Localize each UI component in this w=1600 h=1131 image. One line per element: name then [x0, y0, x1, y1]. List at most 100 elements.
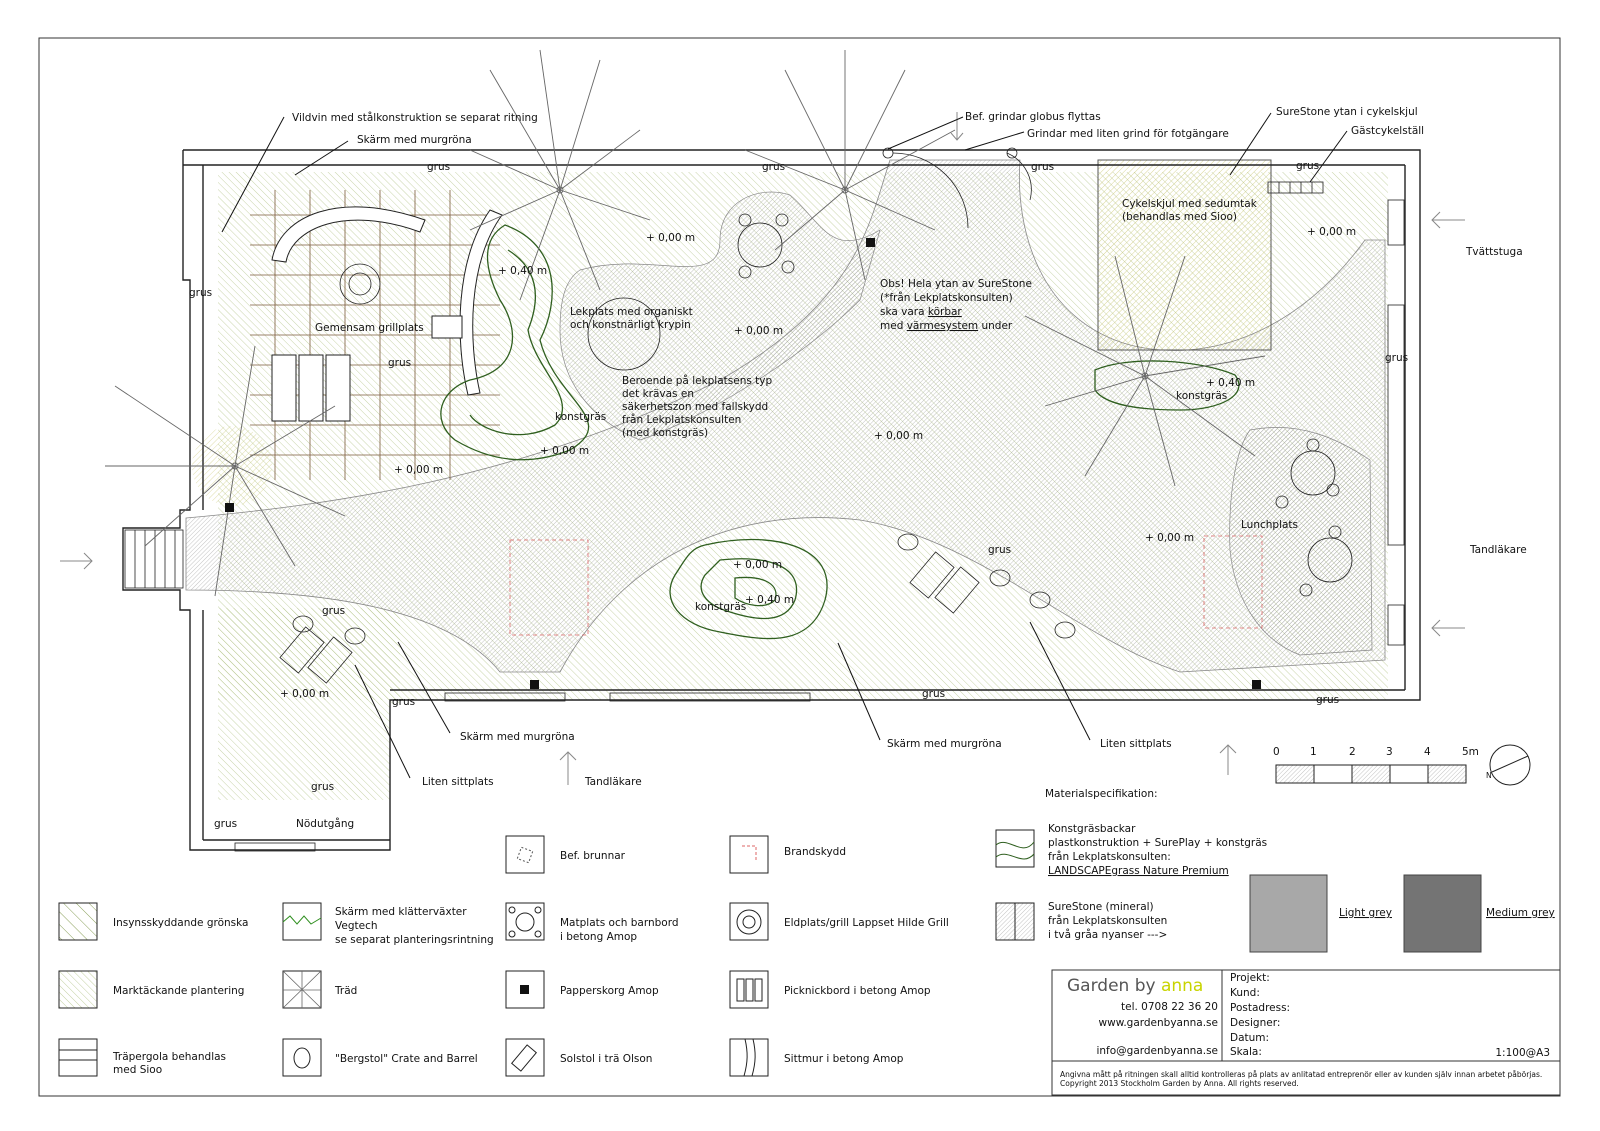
- label-lekplats-1: Lekplats med organiskt: [570, 306, 693, 318]
- svg-text:grus: grus: [1385, 352, 1408, 364]
- legend-matplats-1: Matplats och barnbord: [560, 917, 679, 929]
- legend-markt: Marktäckande plantering: [113, 985, 244, 997]
- label-skarm-bottom-mid: Skärm med murgröna: [887, 738, 1002, 750]
- label-bef-grindar: Bef. grindar globus flyttas: [965, 111, 1101, 123]
- label-lekplats-2: och konstnärligt krypin: [570, 319, 691, 331]
- svg-text:grus: grus: [392, 696, 415, 708]
- tb-copyright: Copyright 2013 Stockholm Garden by Anna.…: [1060, 1079, 1299, 1088]
- level-mound-a: + 0,40 m: [498, 265, 547, 277]
- north-label: N: [1486, 771, 1492, 780]
- level-top-mid: + 0,00 m: [646, 232, 695, 244]
- label-grillplats: Gemensam grillplats: [315, 322, 424, 334]
- level-center: + 0,00 m: [874, 430, 923, 442]
- material-light-grey: Light grey: [1339, 907, 1392, 919]
- swatch-light-grey: [1249, 874, 1328, 953]
- title-block: Garden by anna tel. 0708 22 36 20 www.ga…: [1051, 969, 1561, 1096]
- svg-text:konstgräs: konstgräs: [1176, 390, 1227, 402]
- svg-text:grus: grus: [762, 161, 785, 173]
- lounger-icon: [510, 1044, 538, 1072]
- legend-sittmur: Sittmur i betong Amop: [784, 1053, 904, 1065]
- legend-matplats-2: i betong Amop: [560, 931, 637, 943]
- trees: [105, 49, 1266, 597]
- label-lunchplats: Lunchplats: [1241, 519, 1298, 531]
- svg-text:grus: grus: [311, 781, 334, 793]
- legend-bergstol: "Bergstol" Crate and Barrel: [335, 1053, 478, 1065]
- tb-skala: Skala:: [1230, 1046, 1262, 1058]
- label-gastcykel: Gästcykelställ: [1351, 125, 1424, 137]
- scale-tick-4: 4: [1424, 746, 1431, 758]
- label-beroende-1: Beroende på lekplatsens typ: [622, 374, 773, 387]
- legend-trad: Träd: [334, 985, 357, 997]
- swatch-medium-grey: [1403, 874, 1482, 953]
- label-liten-sitt-right: Liten sittplats: [1100, 738, 1172, 750]
- scale-tick-5m: 5m: [1462, 746, 1479, 758]
- bergstol-icon: [293, 1047, 311, 1069]
- scale-tick-0: 0: [1273, 746, 1280, 758]
- scale-bar: 0 1 2 3 4 5m N: [1273, 744, 1531, 786]
- brand-logo: Garden by anna: [1067, 976, 1203, 996]
- svg-text:konstgräs: konstgräs: [695, 601, 746, 613]
- tree-legend-icon: [282, 970, 322, 1009]
- label-tandlakare-right: Tandläkare: [1469, 544, 1527, 556]
- label-grindar: Grindar med liten grind för fotgängare: [1027, 128, 1229, 140]
- label-surestone-cykel: SureStone ytan i cykelskjul: [1276, 106, 1418, 118]
- svg-text:grus: grus: [988, 544, 1011, 556]
- svg-text:grus: grus: [189, 287, 212, 299]
- scale-tick-2: 2: [1349, 746, 1356, 758]
- cykelskjul: [1097, 159, 1272, 351]
- level-right-top: + 0,00 m: [1307, 226, 1356, 238]
- legend-solstol: Solstol i trä Olson: [560, 1053, 652, 1065]
- level-right-mid: + 0,00 m: [1145, 532, 1194, 544]
- legend-pergola-2: med Sioo: [113, 1064, 162, 1076]
- dining-set: [737, 213, 1353, 597]
- tb-disclaimer: Angivna mått på ritningen skall alltid k…: [1060, 1070, 1542, 1079]
- legend-picknick: Picknickbord i betong Amop: [784, 985, 931, 997]
- tb-email: info@gardenbyanna.se: [1096, 1045, 1218, 1057]
- svg-text:grus: grus: [427, 161, 450, 173]
- material-surestone-1: SureStone (mineral): [1048, 901, 1154, 913]
- fire-icon: [742, 845, 757, 860]
- material-heading: Materialspecifikation:: [1045, 788, 1158, 800]
- picnic-icon: [736, 978, 763, 1002]
- bin-icon: [520, 985, 529, 994]
- tb-scale-value: 1:100@A3: [1495, 1047, 1550, 1059]
- label-vildvin: Vildvin med stålkonstruktion se separat …: [292, 111, 538, 124]
- stairs: [124, 529, 184, 589]
- site-plan: [60, 49, 1465, 852]
- label-tvattstuga: Tvättstuga: [1465, 246, 1523, 258]
- legend-eldplats: Eldplats/grill Lappset Hilde Grill: [784, 917, 949, 929]
- tb-kund: Kund:: [1230, 987, 1260, 999]
- tb-web: www.gardenbyanna.se: [1099, 1017, 1218, 1029]
- tb-tel: tel. 0708 22 36 20: [1121, 1001, 1218, 1013]
- plan-labels: Vildvin med stålkonstruktion se separat …: [189, 106, 1527, 830]
- label-cykelskjul-1: Cykelskjul med sedumtak: [1122, 198, 1258, 210]
- label-skarm-bottom-left: Skärm med murgröna: [460, 731, 575, 743]
- level-mound-b: + 0,40 m: [745, 594, 794, 606]
- svg-text:grus: grus: [1296, 160, 1319, 172]
- grill-icon: [736, 909, 762, 935]
- tb-designer: Designer:: [1230, 1017, 1280, 1029]
- label-liten-sitt-left: Liten sittplats: [422, 776, 494, 788]
- legend-skarm-3: se separat planteringsrintning: [335, 934, 494, 946]
- legend-pergola-1: Träpergola behandlas: [112, 1051, 226, 1063]
- svg-text:grus: grus: [322, 605, 345, 617]
- label-tandlakare-bottom: Tandläkare: [584, 776, 642, 788]
- sittmur-icon: [743, 1038, 756, 1077]
- material-surestone-3: i två gråa nyanser --->: [1048, 928, 1167, 941]
- legend-brandskydd: Brandskydd: [784, 846, 846, 858]
- svg-text:grus: grus: [214, 818, 237, 830]
- label-obs-3: ska vara körbar: [880, 306, 962, 318]
- label-beroende-4: från Lekplatskonsulten: [622, 413, 741, 426]
- label-obs-1: Obs! Hela ytan av SureStone: [880, 278, 1032, 290]
- material-medium-grey: Medium grey: [1486, 907, 1555, 919]
- legend-skarm-1: Skärm med klätterväxter: [335, 906, 467, 918]
- material-surestone-2: från Lekplatskonsulten: [1048, 914, 1167, 927]
- label-skarm-top: Skärm med murgröna: [357, 134, 472, 146]
- label-beroende-2: det krävas en: [622, 388, 694, 400]
- legend-insyn: Insynsskyddande grönska: [113, 917, 248, 929]
- brunn-icon: [516, 846, 534, 864]
- legend-skarm-2: Vegtech: [335, 920, 378, 932]
- label-cykelskjul-2: (behandlas med Sioo): [1122, 211, 1237, 223]
- tb-datum: Datum:: [1230, 1032, 1269, 1044]
- material-konstgras-3: från Lekplatskonsulten:: [1048, 850, 1171, 863]
